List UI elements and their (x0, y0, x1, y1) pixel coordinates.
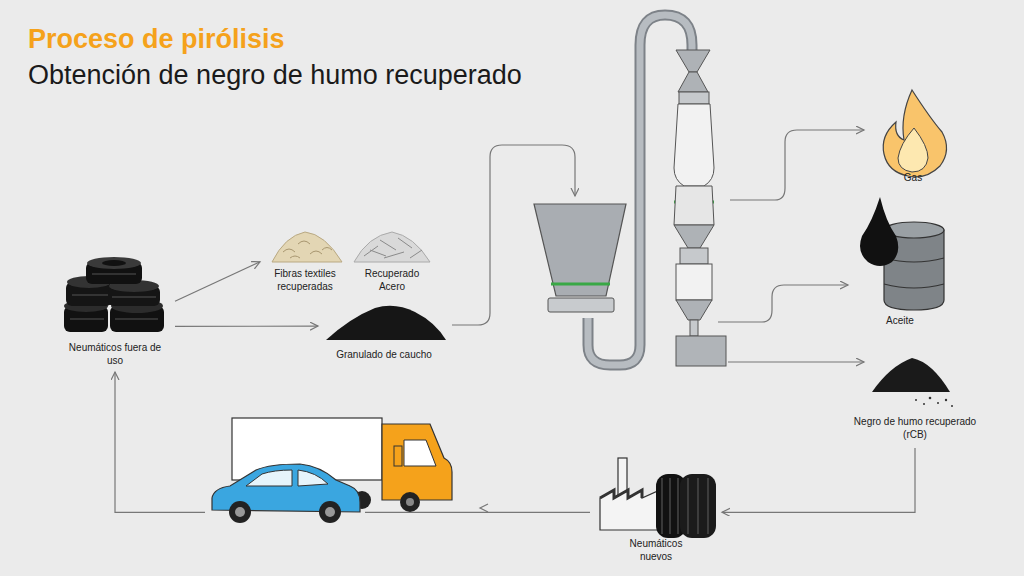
tyre-stack (64, 257, 164, 332)
caption: Aceite (886, 315, 914, 328)
caption: Recuperado Acero (356, 268, 428, 293)
caption-wrap: Recuperado Acero (350, 268, 434, 293)
oil-item: Aceite (850, 195, 950, 333)
granulate-item: Granulado de caucho (318, 303, 450, 369)
fibre-pile (272, 232, 342, 262)
caption: Fibras textiles recuperadas (264, 268, 346, 293)
new-tyre-item: Neumáticos nuevos (590, 452, 722, 568)
oil-barrel (860, 197, 944, 310)
carbon-black-pile (872, 358, 953, 407)
carbon-black-item: Negro de humo recuperado (rCB) (836, 352, 994, 448)
output-arrows (718, 130, 864, 362)
car (212, 464, 360, 523)
pyrolysis-reactor (534, 15, 726, 366)
flow-arrow (175, 326, 318, 327)
flow-arrow (175, 262, 260, 302)
caption-wrap: Granulado de caucho (318, 349, 450, 362)
subtitle: Obtención de negro de humo recuperado (28, 60, 522, 91)
steel-item: Recuperado Acero (350, 228, 434, 300)
caption-wrap: Negro de humo recuperado (rCB) (836, 416, 994, 441)
title: Proceso de pirólisis (28, 24, 285, 55)
new-tyres (656, 474, 716, 538)
caption-wrap: Aceite (850, 315, 950, 328)
caption: Neumáticos fuera de uso (60, 342, 170, 367)
fibre-item: Fibras textiles recuperadas (260, 228, 350, 300)
gas-flame (883, 90, 946, 177)
caption: Gas (904, 172, 922, 185)
factory (600, 458, 660, 530)
flow-arrow (115, 372, 590, 512)
caption-wrap: Neumáticos fuera de uso (55, 342, 175, 367)
steel-pile (354, 232, 430, 262)
arrow-head (480, 504, 488, 512)
caption-wrap: Gas (870, 172, 956, 185)
granulate-pile (326, 306, 446, 340)
tyre-item: Neumáticos fuera de uso (55, 258, 175, 372)
caption-wrap: Fibras textiles recuperadas (260, 268, 350, 293)
flow-arrow (722, 448, 915, 512)
caption-wrap: Neumáticos nuevos (590, 538, 722, 563)
caption: Granulado de caucho (336, 349, 432, 362)
caption: Neumáticos nuevos (616, 538, 696, 563)
gas-item: Gas (870, 86, 956, 190)
caption: Negro de humo recuperado (rCB) (845, 416, 985, 441)
